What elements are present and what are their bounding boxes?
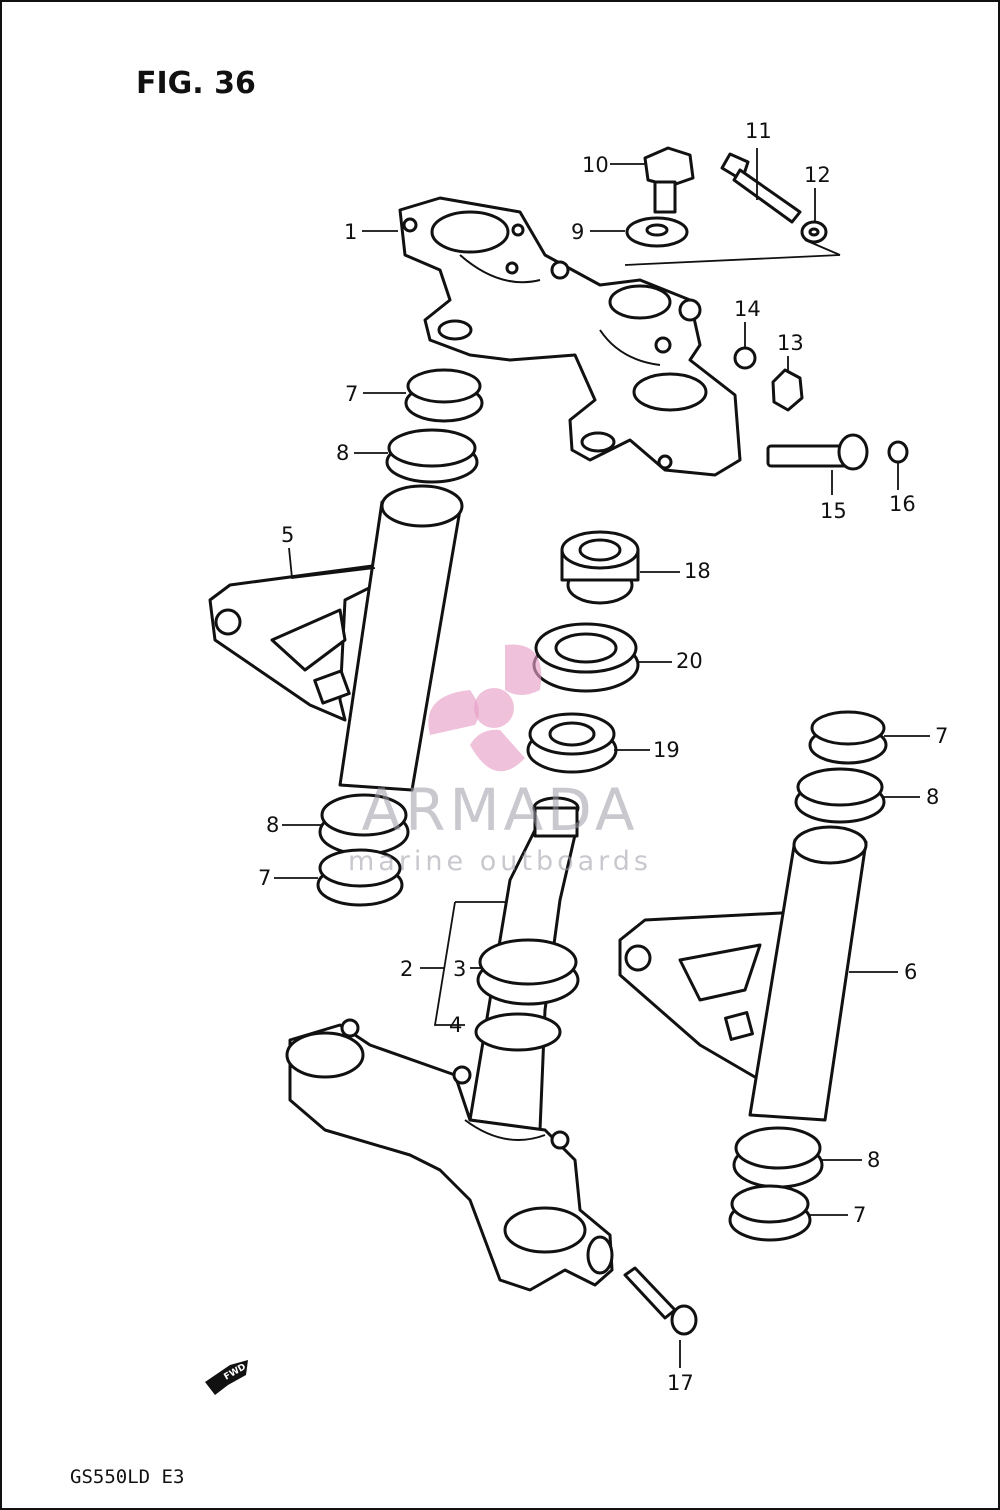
- callout-7-upper-left: 7: [345, 382, 358, 406]
- callout-9: 9: [571, 220, 584, 244]
- bolt-15: [766, 433, 869, 471]
- figure-title: FIG. 36: [136, 66, 256, 101]
- dust-seal-7-lower-right: [728, 1184, 812, 1242]
- propeller-logo-icon: [428, 644, 542, 772]
- callout-3: 3: [453, 957, 466, 981]
- nut-13: [771, 368, 804, 412]
- bolt-11: [720, 152, 802, 224]
- left-cover-tube: [208, 484, 464, 792]
- callout-7-lower-left: 7: [258, 866, 271, 890]
- washer-14: [733, 346, 757, 370]
- leader-lines: [274, 148, 930, 1368]
- watermark-brand: ARMADA: [361, 776, 638, 844]
- callout-19: 19: [653, 738, 680, 762]
- washer-9: [625, 216, 689, 248]
- callout-6: 6: [904, 960, 917, 984]
- callout-17: 17: [667, 1371, 694, 1395]
- right-cover-tube: [618, 825, 868, 1122]
- callout-11: 11: [745, 119, 772, 143]
- dust-seal-7-upper-right: [808, 710, 888, 765]
- callout-10: 10: [582, 153, 609, 177]
- callout-12: 12: [804, 163, 831, 187]
- dust-seal-7-upper-left: [404, 368, 484, 423]
- callout-7-upper-right: 7: [935, 724, 948, 748]
- nut-16: [887, 440, 909, 464]
- callout-8-upper-left: 8: [336, 441, 349, 465]
- seal-4: [474, 1012, 562, 1052]
- forward-arrow-icon: [205, 1360, 248, 1395]
- upper-bracket: [398, 196, 742, 477]
- bolt-17: [623, 1266, 698, 1336]
- callout-13: 13: [777, 331, 804, 355]
- callout-18: 18: [684, 559, 711, 583]
- bearing-8-lower-left: [318, 793, 410, 856]
- callout-4: 4: [449, 1013, 462, 1037]
- dust-seal-7-lower-left: [316, 848, 404, 907]
- callout-15: 15: [820, 499, 847, 523]
- model-code: GS550LD E3: [70, 1466, 185, 1488]
- callout-8-lower-right: 8: [867, 1148, 880, 1172]
- bearing-8-upper-right: [794, 767, 886, 824]
- washer-12: [800, 220, 828, 244]
- callout-labels: 1 2 3 4 5 6 7 7 7 7 8 8 8 8 9 10 11 12 1…: [258, 119, 948, 1395]
- bearing-3: [476, 938, 580, 1006]
- callout-5: 5: [281, 523, 294, 547]
- bearing-20: [532, 622, 640, 693]
- callout-1: 1: [344, 220, 357, 244]
- watermark-tagline: marine outboards: [348, 846, 652, 877]
- callout-7-lower-right: 7: [853, 1203, 866, 1227]
- watermark: ARMADA marine outboards: [348, 644, 652, 877]
- callout-16: 16: [889, 492, 916, 516]
- nut-18: [560, 530, 640, 605]
- bolt-10: [643, 146, 695, 214]
- callout-20: 20: [676, 649, 703, 673]
- callout-2: 2: [400, 957, 413, 981]
- lower-bracket: [285, 1018, 614, 1292]
- callout-8-lower-left: 8: [266, 813, 279, 837]
- seal-19: [526, 712, 618, 774]
- callout-8-upper-right: 8: [926, 785, 939, 809]
- callout-14: 14: [734, 297, 761, 321]
- bearing-8-lower-right: [732, 1126, 824, 1189]
- bearing-8-upper-left: [385, 428, 479, 484]
